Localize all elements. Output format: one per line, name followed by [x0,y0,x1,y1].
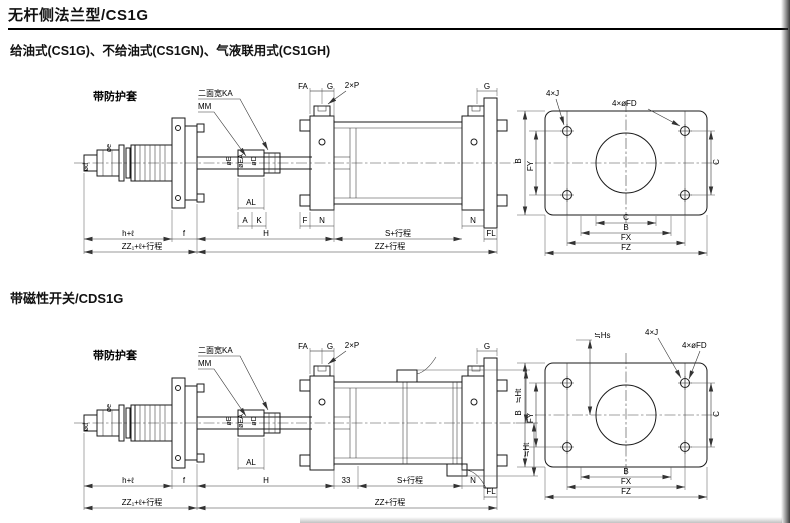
dim-c-right: C [712,159,721,165]
dim-g-head: G [484,342,490,351]
dim-b-left: B [514,410,523,415]
dim-4xfd: 4×øFD [682,341,707,350]
dim-33: 33 [342,476,351,485]
dim-knuckle-dia: øe [106,404,113,412]
switch-section-heading: 带磁性开关/CDS1G [10,291,124,306]
cushion-valve [318,138,326,146]
dim-ka: 二面宽KA [198,345,233,355]
cushion-valve [318,398,326,406]
dim-fl: FL [486,229,496,238]
protective-boot-assembly [83,117,205,209]
dim-f: F [303,216,308,225]
dim-f-boot: f [183,229,186,238]
dim-bore-ea: øEA [238,414,245,428]
dim-fy: FY [526,160,535,171]
dim-fa: FA [298,342,308,351]
dim-fz: FZ [621,243,631,252]
page-scan-edge [781,0,790,523]
dim-n-head: N [470,216,476,225]
dim-b-bottom: B [623,467,628,476]
dim-zz1-stroke: ZZ₁+ℓ+行程 [122,497,162,507]
dim-4xj: 4×J [645,328,658,337]
dim-rod-dia: øD [251,416,258,425]
dim-fx: FX [621,233,632,242]
dim-h-plus-l: h+ℓ [122,476,134,485]
flange-end-view [535,101,717,225]
bore-circle [595,132,657,194]
dim-b-left: B [514,158,523,163]
dim-mm: MM [198,359,212,368]
variants-line: 给油式(CS1G)、不给油式(CS1GN)、气液联用式(CS1GH) [10,44,331,58]
dim-ht-top: ≒Ht [514,388,523,403]
dim-rod-dia-small: ød [83,163,90,171]
dim-h-plus-l: h+ℓ [122,229,134,238]
dim-k: K [256,216,262,225]
dim-f-boot: f [183,476,186,485]
dim-s-stroke: S+行程 [397,475,423,485]
drawing-cds1g: 带防护套 二面宽KA MM FA G 2×P G ød øe øE øEA øD… [74,328,721,511]
dim-hs: ≒Hs [594,331,611,340]
dim-bore-ea: øEA [238,154,245,168]
dim-knuckle-dia: øe [106,144,113,152]
dim-h: H [263,476,269,485]
dim-zz1-stroke: ZZ₁+ℓ+行程 [122,241,162,251]
dim-zz-stroke: ZZ+行程 [375,497,405,507]
dim-ka: 二面宽KA [198,88,233,98]
dim-fa: FA [298,82,308,91]
dim-fx: FX [621,477,632,486]
dim-n-rod: N [319,216,325,225]
dim-b-bottom: B [623,223,628,232]
cushion-valve [470,138,478,146]
head-flange [483,357,498,489]
dim-fz: FZ [621,487,631,496]
dim-g-rod: G [327,82,333,91]
dim-mm: MM [198,102,212,111]
dim-g-rod: G [327,342,333,351]
bore-circle [595,384,657,446]
dim-bore-e: øE [226,156,233,165]
dim-s-stroke: S+行程 [385,228,411,238]
dim-fl: FL [486,487,496,496]
cylinder-side-view [197,357,508,489]
dim-ports: 2×P [345,81,359,90]
flange-end-view [535,353,717,477]
dim-a: A [242,216,248,225]
dim-bore-e: øE [226,416,233,425]
dim-c-bottom: C [623,213,629,222]
page-title: 无杆侧法兰型/CS1G [8,4,788,30]
boot-label: 带防护套 [93,348,138,362]
drawing-cs1g: 带防护套 二面宽KA MM FA G 2×P G ød øe øE øEA øD… [74,81,721,256]
dim-ports: 2×P [345,341,359,350]
boot-label: 带防护套 [93,89,138,103]
dim-al: AL [246,458,256,467]
auto-switch-top [396,356,437,464]
dim-al: AL [246,198,256,207]
cylinder-side-view [197,97,508,229]
dim-rod-dia: øD [251,156,258,165]
dim-fy: FY [526,412,535,423]
dim-h: H [263,229,269,238]
auto-switch-bottom [446,382,487,489]
cushion-valve [470,398,478,406]
head-flange [483,97,498,229]
dim-ht-bottom: ≒Ht [522,442,531,457]
dim-4xj: 4×J [546,89,559,98]
dim-4xfd: 4×øFD [612,99,637,108]
dim-c-right: C [712,411,721,417]
protective-boot-assembly [83,377,205,469]
dim-g-head: G [484,82,490,91]
page-scan-bottom-edge [300,517,782,523]
dim-n-head: N [470,476,476,485]
dim-zz-stroke: ZZ+行程 [375,241,405,251]
dim-rod-dia-small: ød [83,423,90,431]
